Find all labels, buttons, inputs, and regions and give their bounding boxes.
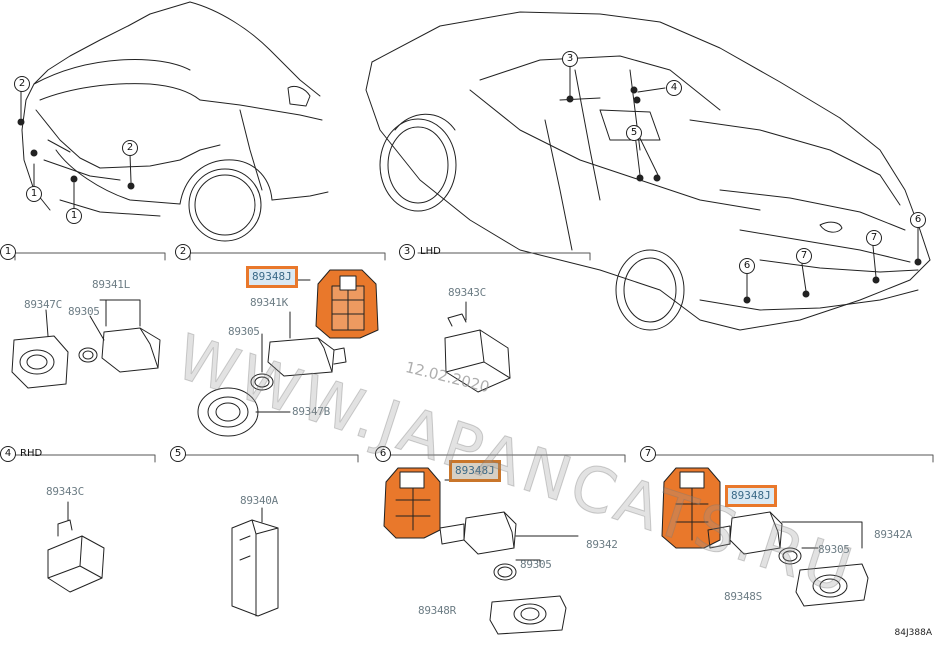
part-label: 89343C: [46, 485, 84, 498]
part-label: 89305: [68, 305, 100, 318]
section-7-number: 7: [640, 446, 656, 462]
section4-parts: [47, 501, 105, 593]
part-label: 89348S: [724, 590, 762, 603]
callout-2-front-right: 2: [122, 140, 138, 156]
section6-parts: [383, 467, 579, 635]
callout-5-rear: 5: [626, 125, 642, 141]
section-3-number: 3: [399, 244, 415, 260]
section7-parts: [661, 467, 869, 607]
part-label: 89342A: [874, 528, 912, 541]
rear-car-drawing: [365, 11, 931, 331]
section3-parts: [444, 301, 511, 393]
section-4-number: 4: [0, 446, 16, 462]
callout-3-rear: 3: [562, 51, 578, 67]
callout-6-rear-right: 6: [910, 212, 926, 228]
callout-7-rear-right: 7: [866, 230, 882, 246]
callout-7-rear-left: 7: [796, 248, 812, 264]
front-car-drawing: [17, 1, 329, 242]
section-3-tag: LHD: [420, 246, 441, 257]
callout-6-rear-left: 6: [739, 258, 755, 274]
section-6-number: 6: [375, 446, 391, 462]
section5-parts: [231, 507, 279, 617]
callout-2-front-left: 2: [14, 76, 30, 92]
section-1-number: 1: [0, 244, 16, 260]
callout-1-front-left: 1: [26, 186, 42, 202]
highlighted-part-89348J-section7[interactable]: 89348J: [725, 485, 777, 507]
part-label: 89342: [586, 538, 618, 551]
highlighted-part-89348J-section2[interactable]: 89348J: [246, 266, 298, 288]
part-label: 89347C: [24, 298, 62, 311]
part-label: 89343C: [448, 286, 486, 299]
part-label: 89341L: [92, 278, 130, 291]
section1-parts: [11, 299, 161, 389]
section-frames: [13, 252, 934, 463]
section-4-tag: RHD: [20, 448, 43, 459]
part-label: 89305: [818, 543, 850, 556]
callout-1-front-center: 1: [66, 208, 82, 224]
part-label: 89348R: [418, 604, 456, 617]
section-2-number: 2: [175, 244, 191, 260]
part-label: 89305: [520, 558, 552, 571]
part-label: 89341K: [250, 296, 288, 309]
diagram-code: 84J388A: [894, 628, 932, 638]
part-label: 89347B: [292, 405, 330, 418]
highlighted-part-89348J-section6[interactable]: 89348J: [449, 460, 501, 482]
section2-parts: [197, 269, 379, 437]
part-label: 89340A: [240, 494, 278, 507]
part-label: 89305: [228, 325, 260, 338]
callout-4-rear: 4: [666, 80, 682, 96]
section-5-number: 5: [170, 446, 186, 462]
